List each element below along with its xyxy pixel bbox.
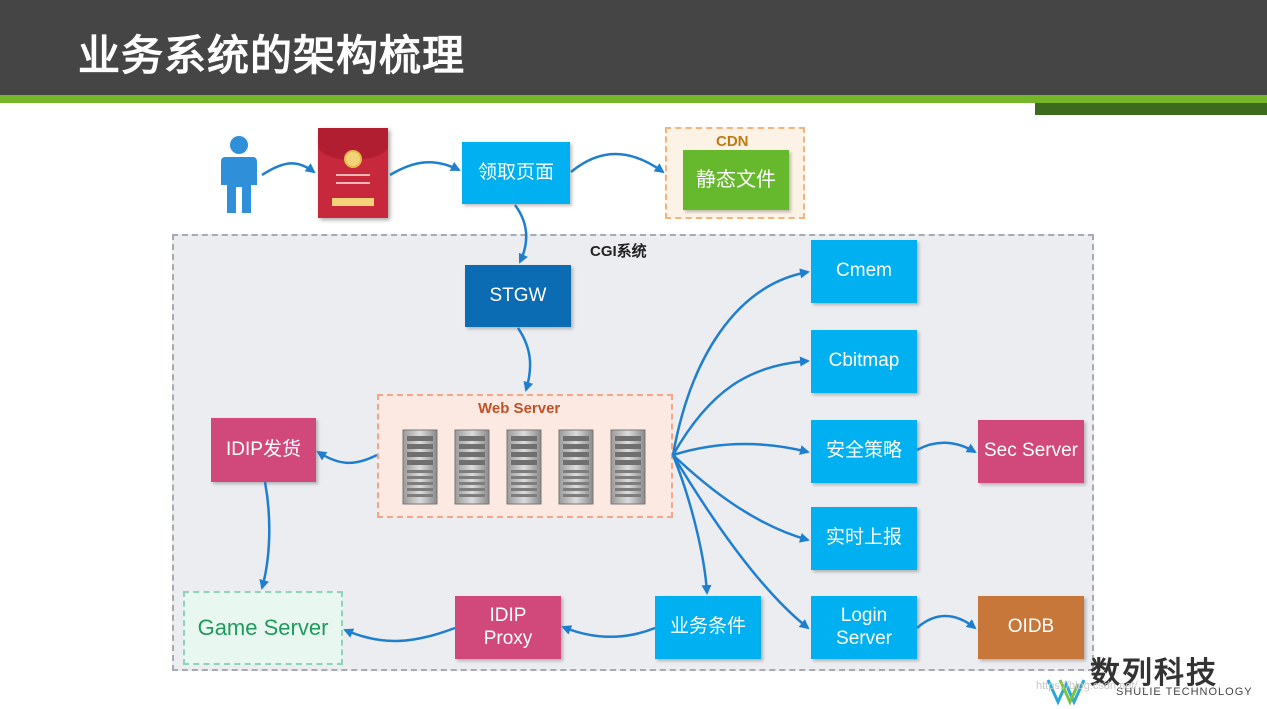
node-cbitmap-label: Cbitmap [828, 350, 900, 372]
node-login-server-line2: Server [836, 627, 892, 649]
node-login-server: Login Server [811, 596, 917, 659]
node-sec-server-label: Sec Server [984, 440, 1078, 462]
node-cmem-label: Cmem [836, 260, 892, 282]
node-business-condition: 业务条件 [655, 596, 761, 659]
node-oidb: OIDB [978, 596, 1084, 659]
server-rack-icon [402, 429, 646, 505]
web-server-label: Web Server [478, 400, 561, 417]
slide-header [0, 0, 1267, 95]
node-cmem: Cmem [811, 240, 917, 303]
slide-title: 业务系统的架构梳理 [78, 31, 466, 80]
node-idip-ship-label: IDIP发货 [226, 438, 301, 460]
game-server-frame [183, 591, 343, 665]
cgi-system-label: CGI系统 [590, 243, 647, 260]
node-security-policy-label: 安全策略 [825, 440, 902, 462]
node-realtime-report: 实时上报 [811, 507, 917, 570]
red-envelope-icon [318, 128, 388, 218]
cdn-label: CDN [716, 133, 749, 150]
node-stgw-label: STGW [489, 284, 547, 306]
node-login-server-line1: Login [840, 604, 888, 626]
node-oidb-label: OIDB [1007, 616, 1055, 638]
watermark-url: https://blog.csdn.net/... [1036, 680, 1147, 692]
brand-name-cn: 数列科技 [1090, 656, 1218, 691]
header-accent-block [1035, 103, 1267, 115]
node-claim-page: 领取页面 [462, 142, 570, 204]
node-idip-proxy: IDIP Proxy [455, 596, 561, 659]
node-business-condition-label: 业务条件 [669, 616, 746, 638]
node-sec-server: Sec Server [978, 420, 1084, 483]
node-static-files: 静态文件 [683, 150, 789, 210]
node-static-files-label: 静态文件 [696, 169, 776, 191]
game-server-label: Game Server [197, 615, 329, 640]
node-idip-proxy-line2: Proxy [483, 627, 533, 649]
brand-name-en: SHULIE TECHNOLOGY [1116, 686, 1253, 698]
person-icon [221, 136, 257, 213]
header-accent-bar [0, 95, 1267, 103]
node-idip-proxy-line1: IDIP [489, 604, 527, 626]
node-cbitmap: Cbitmap [811, 330, 917, 393]
node-claim-page-label: 领取页面 [477, 161, 554, 183]
brand-logo-icon [1046, 679, 1086, 706]
node-stgw: STGW [465, 265, 571, 327]
node-security-policy: 安全策略 [811, 420, 917, 483]
node-idip-ship: IDIP发货 [211, 418, 316, 482]
node-realtime-report-label: 实时上报 [825, 527, 902, 549]
